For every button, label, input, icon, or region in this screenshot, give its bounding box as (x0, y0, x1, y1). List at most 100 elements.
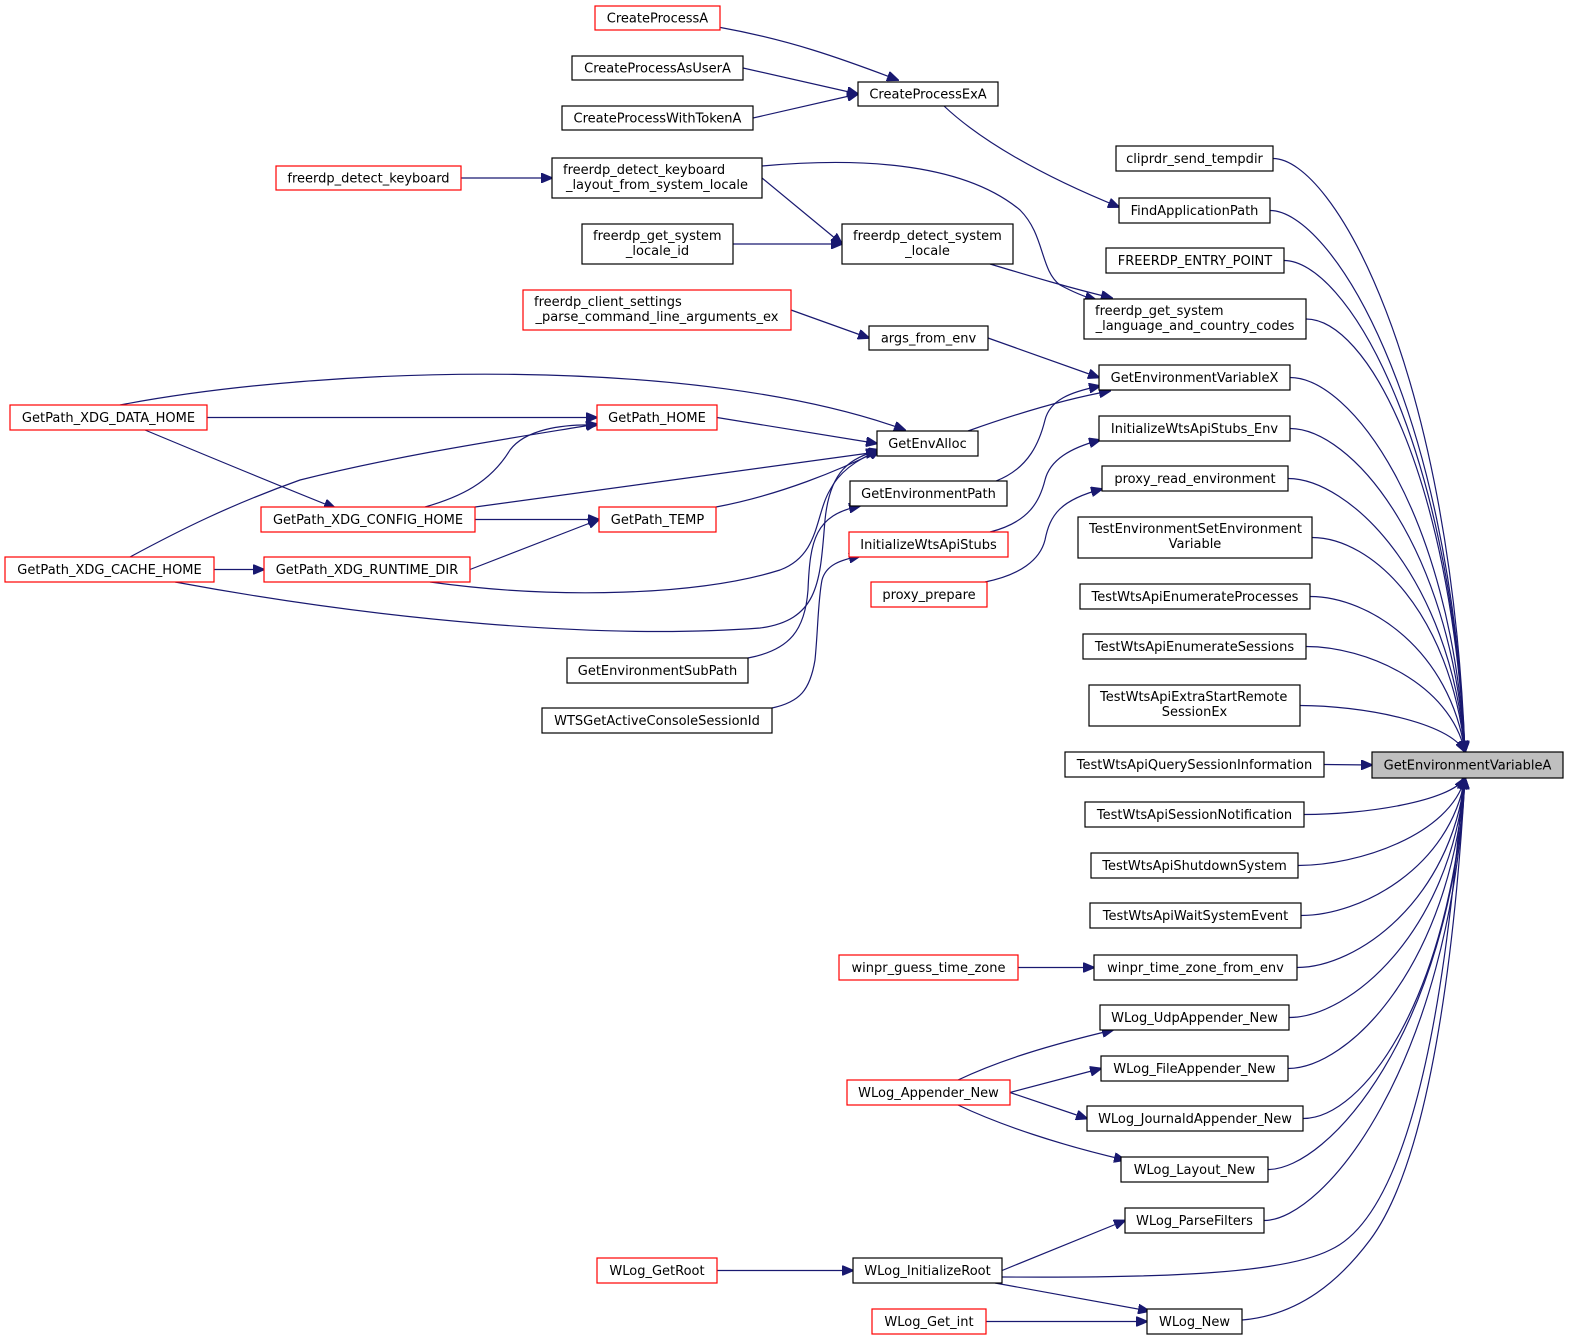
node-GetPath_XDG_CONFIG_HOME[interactable]: GetPath_XDG_CONFIG_HOME (260, 506, 476, 533)
node-GetEnvAlloc[interactable]: GetEnvAlloc (876, 430, 979, 457)
node-WLog_Layout_New[interactable]: WLog_Layout_New (1120, 1156, 1269, 1183)
node-box (871, 1308, 987, 1335)
node-freerdp_detect_keyboard[interactable]: freerdp_detect_keyboard (275, 165, 462, 191)
edge-freerdp_detect_system_locale-to-freerdp_get_system_language (989, 263, 1112, 298)
root-node[interactable]: GetEnvironmentVariableA (1371, 751, 1564, 779)
node-label: GetPath_XDG_RUNTIME_DIR (276, 563, 459, 578)
node-box (841, 223, 1014, 265)
node-proxy_read_environment[interactable]: proxy_read_environment (1101, 465, 1289, 492)
node-label: GetPath_XDG_CONFIG_HOME (273, 513, 463, 528)
node-WLog_ParseFilters[interactable]: WLog_ParseFilters (1124, 1207, 1265, 1234)
node-label: CreateProcessExA (869, 88, 986, 103)
edge-FREERDP_ENTRY_POINT-to-root (1283, 259, 1465, 753)
node-box (1083, 298, 1307, 340)
node-GetPath_XDG_DATA_HOME[interactable]: GetPath_XDG_DATA_HOME (9, 404, 208, 431)
node-TestWtsApiEnumerateSessions[interactable]: TestWtsApiEnumerateSessions (1082, 633, 1307, 660)
edge-WLog_New-to-root (1241, 778, 1465, 1321)
edge-layer (119, 26, 1465, 1322)
node-label: GetPath_XDG_DATA_HOME (22, 411, 195, 426)
node-box (1079, 583, 1311, 610)
node-freerdp_get_system_language[interactable]: freerdp_get_system_language_and_country_… (1083, 298, 1307, 340)
node-WLog_Appender_New[interactable]: WLog_Appender_New (846, 1079, 1011, 1106)
node-label: TestWtsApiShutdownSystem (1101, 859, 1286, 874)
node-cliprdr_send_tempdir[interactable]: cliprdr_send_tempdir (1115, 145, 1274, 172)
edge-GetEnvironmentVariableX-to-root (1289, 376, 1465, 753)
node-label: freerdp_detect_keyboard (287, 172, 449, 187)
edge-cliprdr_send_tempdir-to-root (1272, 157, 1465, 753)
node-box (581, 223, 734, 265)
node-TestWtsApiShutdownSystem[interactable]: TestWtsApiShutdownSystem (1090, 852, 1299, 879)
node-TestWtsApiQuerySessionInformation[interactable]: TestWtsApiQuerySessionInformation (1064, 751, 1325, 778)
node-box (1077, 516, 1313, 559)
node-CreateProcessExA[interactable]: CreateProcessExA (857, 81, 999, 107)
node-TestWtsApiSessionNotification[interactable]: TestWtsApiSessionNotification (1084, 801, 1305, 828)
node-GetEnvironmentSubPath[interactable]: GetEnvironmentSubPath (566, 657, 749, 684)
node-label: TestWtsApiWaitSystemEvent (1102, 909, 1289, 924)
node-box (857, 81, 999, 107)
node-freerdp_detect_system_locale[interactable]: freerdp_detect_system_locale (841, 223, 1014, 265)
edge-CreateProcessWithTokenA-to-CreateProcessExA (752, 94, 858, 119)
node-WLog_New[interactable]: WLog_New (1146, 1308, 1243, 1335)
edge-TestWtsApiExtraStartRemoteSessionEx-to-root (1299, 704, 1465, 753)
node-freerdp_get_system_locale_id[interactable]: freerdp_get_system_locale_id (581, 223, 734, 265)
node-freerdp_detect_keyboard_layout[interactable]: freerdp_detect_keyboard_layout_from_syst… (551, 157, 763, 199)
edge-WLog_Appender_New-to-WLog_FileAppender_New (1009, 1069, 1101, 1094)
node-box (876, 430, 979, 457)
node-GetPath_XDG_CACHE_HOME[interactable]: GetPath_XDG_CACHE_HOME (4, 556, 215, 583)
node-label: InitializeWtsApiStubs (860, 538, 997, 553)
node-WTSGetActiveConsoleSessionId[interactable]: WTSGetActiveConsoleSessionId (541, 707, 773, 734)
node-box (1084, 801, 1305, 828)
node-GetPath_TEMP[interactable]: GetPath_TEMP (598, 506, 717, 533)
edge-winpr_time_zone_from_env-to-root (1296, 778, 1465, 969)
node-CreateProcessA[interactable]: CreateProcessA (594, 5, 721, 31)
node-args_from_env[interactable]: args_from_env (868, 325, 989, 351)
node-box (1118, 197, 1271, 224)
node-box (1082, 633, 1307, 660)
node-label: GetEnvAlloc (888, 437, 967, 452)
node-label: cliprdr_send_tempdir (1126, 152, 1263, 167)
node-CreateProcessAsUserA[interactable]: CreateProcessAsUserA (571, 55, 744, 81)
node-InitializeWtsApiStubs[interactable]: InitializeWtsApiStubs (848, 531, 1009, 558)
node-FindApplicationPath[interactable]: FindApplicationPath (1118, 197, 1271, 224)
node-box (1101, 465, 1289, 492)
node-winpr_time_zone_from_env[interactable]: winpr_time_zone_from_env (1093, 954, 1298, 981)
node-TestWtsApiEnumerateProcesses[interactable]: TestWtsApiEnumerateProcesses (1079, 583, 1311, 610)
node-GetEnvironmentPath[interactable]: GetEnvironmentPath (849, 480, 1008, 507)
node-WLog_FileAppender_New[interactable]: WLog_FileAppender_New (1100, 1055, 1289, 1082)
node-WLog_JournaldAppender_New[interactable]: WLog_JournaldAppender_New (1086, 1105, 1304, 1132)
node-label: WLog_New (1159, 1315, 1230, 1330)
node-label: WTSGetActiveConsoleSessionId (554, 714, 760, 729)
node-WLog_Get_int[interactable]: WLog_Get_int (871, 1308, 987, 1335)
node-box (263, 556, 471, 583)
node-winpr_guess_time_zone[interactable]: winpr_guess_time_zone (838, 954, 1019, 981)
node-freerdp_client_settings[interactable]: freerdp_client_settings_parse_command_li… (522, 289, 792, 331)
node-GetPath_XDG_RUNTIME_DIR[interactable]: GetPath_XDG_RUNTIME_DIR (263, 556, 471, 583)
node-CreateProcessWithTokenA[interactable]: CreateProcessWithTokenA (561, 105, 754, 131)
node-label: TestWtsApiQuerySessionInformation (1076, 758, 1312, 773)
node-InitializeWtsApiStubs_Env[interactable]: InitializeWtsApiStubs_Env (1098, 415, 1291, 442)
node-proxy_prepare[interactable]: proxy_prepare (870, 581, 988, 608)
edge-GetPath_XDG_CACHE_HOME-to-GetPath_HOME (129, 424, 597, 558)
edge-InitializeWtsApiStubs-to-InitializeWtsApiStubs_Env (989, 440, 1100, 533)
node-label: winpr_guess_time_zone (851, 961, 1005, 976)
node-box (1088, 684, 1301, 727)
node-FREERDP_ENTRY_POINT[interactable]: FREERDP_ENTRY_POINT (1105, 247, 1285, 274)
node-WLog_GetRoot[interactable]: WLog_GetRoot (596, 1257, 718, 1284)
node-GetPath_HOME[interactable]: GetPath_HOME (596, 404, 718, 431)
edge-GetPath_HOME-to-GetEnvAlloc (716, 416, 877, 444)
node-WLog_InitializeRoot[interactable]: WLog_InitializeRoot (852, 1257, 1003, 1284)
edge-args_from_env-to-GetEnvironmentVariableX (987, 337, 1099, 378)
node-TestWtsApiWaitSystemEvent[interactable]: TestWtsApiWaitSystemEvent (1089, 902, 1302, 929)
node-label: args_from_env (881, 332, 977, 347)
node-box (1100, 1055, 1289, 1082)
node-GetEnvironmentVariableX[interactable]: GetEnvironmentVariableX (1098, 364, 1291, 391)
node-box (1089, 902, 1302, 929)
edge-TestWtsApiShutdownSystem-to-root (1297, 778, 1465, 867)
node-box (9, 404, 208, 431)
node-WLog_UdpAppender_New[interactable]: WLog_UdpAppender_New (1099, 1004, 1290, 1031)
node-label: GetPath_TEMP (611, 513, 705, 528)
